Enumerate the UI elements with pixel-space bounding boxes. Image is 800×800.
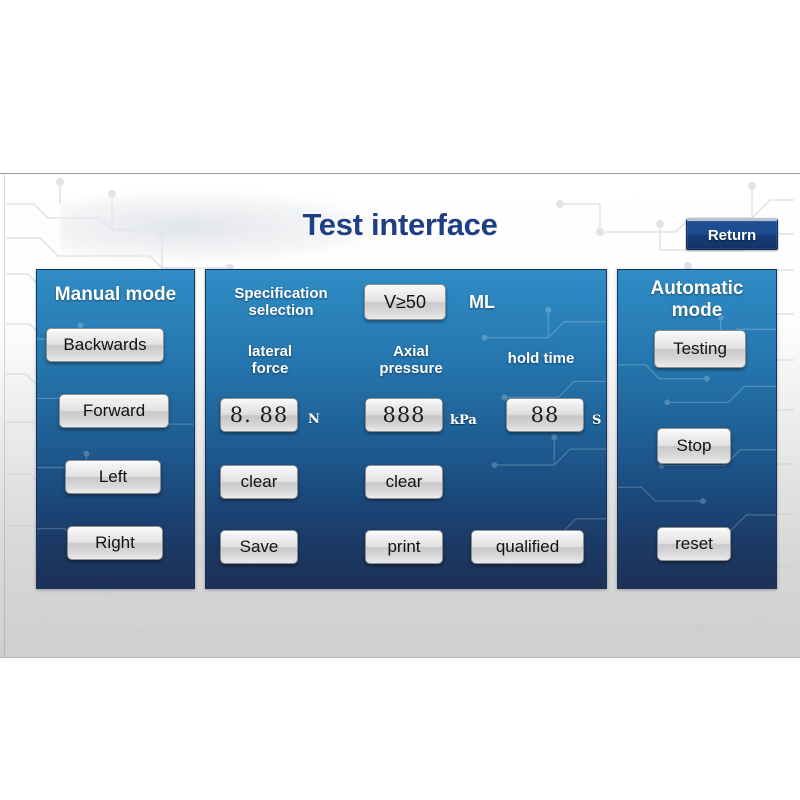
print-button[interactable]: print bbox=[365, 530, 443, 564]
forward-button[interactable]: Forward bbox=[59, 394, 169, 428]
hmi-screen: Test interface Return Manual bbox=[0, 173, 800, 658]
lateral-force-label-line2: force bbox=[251, 360, 289, 378]
axial-pressure-label-line2: pressure bbox=[379, 360, 443, 378]
hold-time-label: hold time bbox=[507, 350, 575, 367]
axial-pressure-clear-button[interactable]: clear bbox=[365, 465, 443, 499]
axial-pressure-label: Axial pressure bbox=[356, 343, 466, 378]
axial-pressure-unit: kPa bbox=[450, 413, 477, 428]
hold-time-unit: S bbox=[592, 413, 602, 428]
reset-button[interactable]: reset bbox=[657, 527, 731, 561]
save-button[interactable]: Save bbox=[220, 530, 298, 564]
automatic-mode-title-line2: mode bbox=[671, 300, 723, 322]
lateral-force-label-line1: lateral bbox=[247, 343, 293, 360]
testing-button[interactable]: Testing bbox=[654, 330, 746, 368]
backwards-button[interactable]: Backwards bbox=[46, 328, 164, 362]
specification-select-button[interactable]: V≥50 bbox=[364, 284, 446, 320]
lateral-force-clear-button[interactable]: clear bbox=[220, 465, 298, 499]
measurement-panel: Specification selection V≥50 ML lateral … bbox=[205, 269, 607, 589]
specification-selection-label: Specification selection bbox=[216, 285, 346, 320]
spec-label-line1: Specification bbox=[234, 285, 328, 302]
lateral-force-label: lateral force bbox=[214, 343, 326, 378]
specification-unit-label: ML bbox=[469, 292, 495, 312]
automatic-mode-title: Automatic mode bbox=[618, 278, 776, 323]
qualified-button[interactable]: qualified bbox=[471, 530, 584, 564]
automatic-mode-panel: Automatic mode Testing Stop reset bbox=[617, 269, 777, 589]
right-button[interactable]: Right bbox=[67, 526, 163, 560]
axial-pressure-value[interactable]: 888 bbox=[365, 398, 443, 432]
spec-label-line2: selection bbox=[248, 302, 314, 320]
automatic-mode-title-line1: Automatic bbox=[650, 278, 744, 299]
page-title: Test interface bbox=[302, 207, 498, 242]
manual-mode-title: Manual mode bbox=[54, 284, 177, 305]
left-button[interactable]: Left bbox=[65, 460, 161, 494]
lateral-force-unit: N bbox=[308, 412, 320, 427]
hold-time-value[interactable]: 88 bbox=[506, 398, 584, 432]
return-button[interactable]: Return bbox=[686, 218, 778, 250]
lateral-force-value[interactable]: 8. 88 bbox=[220, 398, 298, 432]
axial-pressure-label-line1: Axial bbox=[393, 343, 429, 360]
manual-mode-panel: Manual mode Backwards Forward Left Right bbox=[36, 269, 195, 589]
stop-button[interactable]: Stop bbox=[657, 428, 731, 464]
